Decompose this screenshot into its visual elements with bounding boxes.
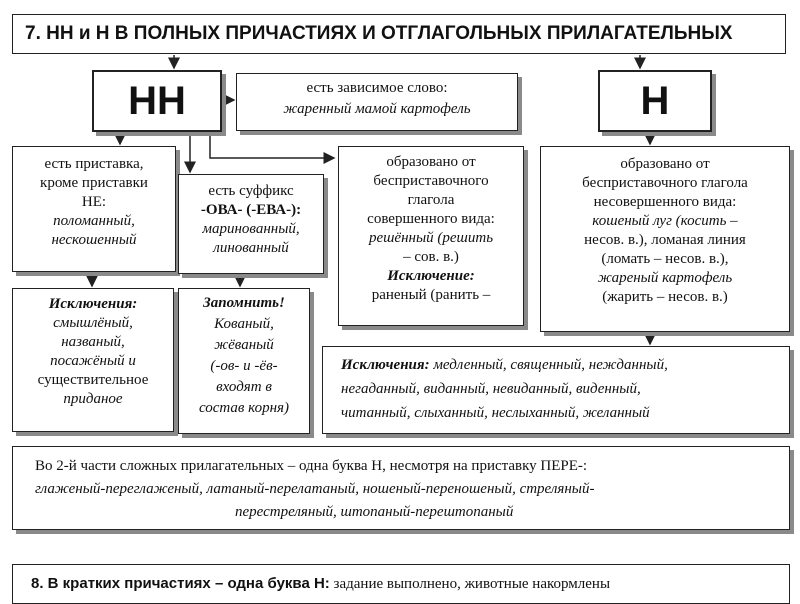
remember-line5: состав корня) [198, 400, 290, 416]
dependent-word-box: есть зависимое слово: жаренный мамой кар… [236, 73, 518, 131]
imperfective-line5: несов. в.), ломаная линия [584, 232, 746, 248]
perfective-line1: образовано от [386, 154, 476, 170]
imperfective-line1: образовано от [620, 156, 710, 172]
remember-line1: Кованый, [214, 316, 274, 332]
dependent-example: жаренный мамой картофель [283, 101, 471, 117]
imperfective-exceptions-box: Исключения: медленный, священный, неждан… [322, 346, 790, 434]
short-rule-examples: задание выполнено, животные накормлены [329, 576, 611, 592]
short-rule-heading: 8. В кратких причастиях – одна буква Н: [31, 575, 330, 592]
exceptions2-line2: негаданный, виданный, невиданный, виденн… [341, 381, 641, 397]
imperfective-box: образовано от бесприставочного глагола н… [540, 146, 790, 332]
perfective-exception-label: Исключение: [387, 268, 475, 284]
prefix-box: есть приставка, кроме приставки НЕ: поло… [12, 146, 176, 272]
perfective-line6: – сов. в.) [403, 249, 459, 265]
suffix-line1: есть суффикс [208, 183, 294, 199]
exceptions2-line3: читанный, слыханный, неслыханный, желанн… [341, 405, 650, 421]
prefix-example2: нескошенный [51, 232, 137, 248]
compound-line2: глаженый-переглаженый, латаный-перелатан… [35, 481, 595, 497]
compound-line3: перестреляный, штопаный-перештопаный [235, 504, 514, 520]
exceptions1-line2: названый, [61, 334, 125, 350]
perfective-line5: решённый (решить [368, 230, 494, 246]
prefix-exceptions-box: Исключения: смышлёный, названый, посажён… [12, 288, 174, 432]
imperfective-line2: бесприставочного глагола [582, 175, 748, 191]
arrow-nn-perfective [209, 133, 336, 164]
imperfective-line3: несовершенного вида: [593, 194, 737, 210]
exceptions1-line5: приданое [63, 391, 123, 407]
remember-line4: входят в [216, 379, 272, 395]
suffix-line2: -ОВА- (-ЕВА-): [200, 202, 302, 218]
exceptions1-line4: существительное [37, 372, 149, 388]
imperfective-line6: (ломать – несов. в.), [601, 251, 729, 267]
remember-box: Запомнить! Кованый, жёваный (-ов- и -ёв-… [178, 288, 310, 434]
section-title: 7. НН и Н В ПОЛНЫХ ПРИЧАСТИЯХ И ОТГЛАГОЛ… [12, 14, 786, 54]
perfective-box: образовано от бесприставочного глагола с… [338, 146, 524, 326]
remember-label: Запомнить! [203, 295, 285, 311]
exceptions2-line1: медленный, священный, нежданный, [433, 357, 668, 373]
compound-adjectives-box: Во 2-й части сложных прилагательных – од… [12, 446, 790, 530]
perfective-line3: глагола [407, 192, 455, 208]
exceptions2-label: Исключения: [341, 357, 430, 373]
compound-rule: Во 2-й части сложных прилагательных – од… [35, 458, 588, 474]
imperfective-line7: жареный картофель [597, 270, 733, 286]
n-box: Н [598, 70, 712, 132]
remember-line3: (-ов- и -ёв- [210, 358, 278, 374]
short-participles-box: 8. В кратких причастиях – одна буква Н: … [12, 564, 790, 604]
remember-line2: жёваный [214, 337, 274, 353]
imperfective-line4: кошеный луг (косить – [592, 213, 738, 229]
exceptions1-line1: смышлёный, [53, 315, 133, 331]
exceptions1-line3: посажёный и [50, 353, 136, 369]
suffix-example1: маринованный, [202, 221, 300, 237]
prefix-line1: есть приставка, [44, 156, 144, 172]
prefix-line3: НЕ: [81, 194, 107, 210]
nn-box: НН [92, 70, 222, 132]
imperfective-line8: (жарить – несов. в.) [602, 289, 728, 305]
suffix-box: есть суффикс -ОВА- (-ЕВА-): маринованный… [178, 174, 324, 274]
perfective-line4: совершенного вида: [367, 211, 495, 227]
perfective-exception-word: раненый (ранить – [371, 287, 491, 303]
suffix-example2: линованный [213, 240, 289, 256]
perfective-line2: бесприставочного [373, 173, 489, 189]
exceptions1-label: Исключения: [48, 296, 138, 312]
prefix-line2: кроме приставки [40, 175, 148, 191]
dependent-heading: есть зависимое слово: [306, 80, 448, 96]
prefix-example1: поломанный, [53, 213, 135, 229]
